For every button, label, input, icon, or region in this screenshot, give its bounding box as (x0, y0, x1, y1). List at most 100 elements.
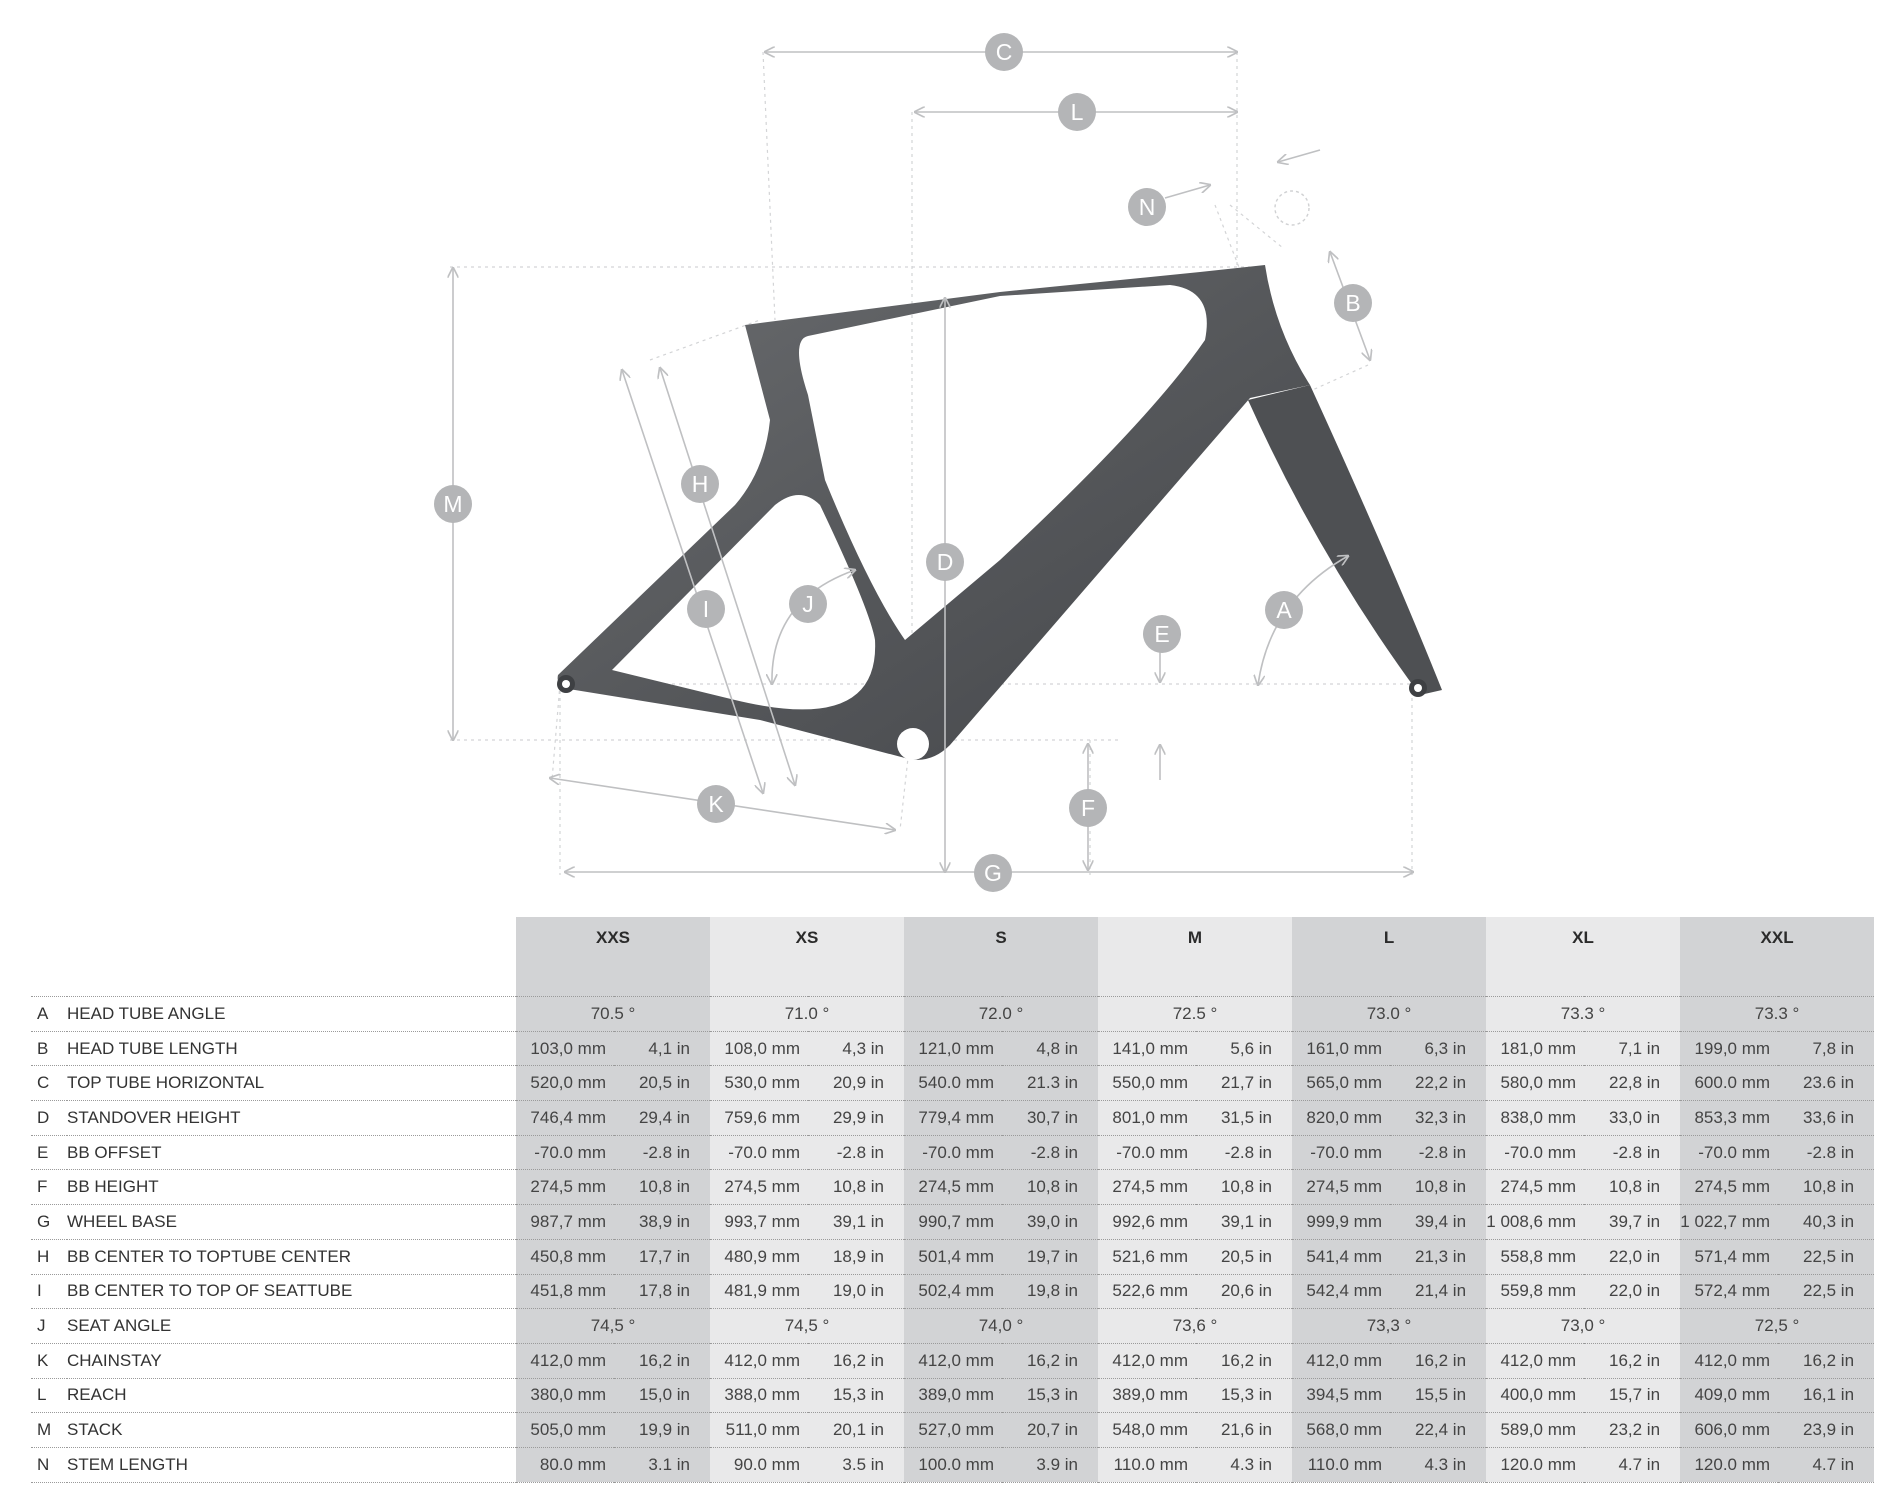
marker-h: H (681, 465, 719, 503)
row-label: WHEEL BASE (67, 1211, 177, 1231)
cell-mm: 412,0 mm (710, 1343, 808, 1379)
cell-inch: 32,3 in (1390, 1100, 1487, 1136)
cell-mm: 100.0 mm (904, 1447, 1002, 1483)
cell-mm: 568,0 mm (1292, 1412, 1391, 1448)
size-header-s: S (904, 917, 1098, 997)
row-letter: D (37, 1107, 50, 1127)
row-letter: F (37, 1177, 48, 1197)
cell-inch: 7,8 in (1778, 1031, 1875, 1066)
marker-circle (926, 543, 964, 581)
cell-inch: 16,2 in (1778, 1343, 1875, 1379)
cell-inch: 16,2 in (1390, 1343, 1487, 1379)
cell-mm: 274,5 mm (1098, 1169, 1196, 1205)
size-header-m: M (1098, 917, 1293, 997)
cell-mm: 121,0 mm (904, 1031, 1002, 1066)
row-letter: N (37, 1454, 50, 1474)
marker-letter: G (984, 860, 1002, 886)
cell-inch: 38,9 in (614, 1204, 710, 1240)
cell-mm: 542,4 mm (1292, 1274, 1391, 1309)
cell-inch: 40,3 in (1778, 1204, 1875, 1240)
cell-angle: 73,0 ° (1486, 1308, 1681, 1344)
cell-angle: 74,5 ° (516, 1308, 710, 1344)
cell-mm: 520,0 mm (516, 1065, 614, 1101)
cell-mm: 853,3 mm (1680, 1100, 1779, 1136)
cell-inch: 10,8 in (1196, 1169, 1293, 1205)
cell-mm: 274,5 mm (710, 1169, 808, 1205)
cell-mm: 600.0 mm (1680, 1065, 1779, 1101)
cell-inch: 20,1 in (808, 1412, 904, 1448)
marker-m: M (434, 485, 472, 523)
cell-mm: 412,0 mm (516, 1343, 614, 1379)
marker-circle (1143, 615, 1181, 653)
cell-inch: -2.8 in (1390, 1135, 1487, 1170)
cell-mm: 274,5 mm (1292, 1169, 1391, 1205)
row-letter: G (37, 1211, 51, 1231)
marker-circle (1334, 284, 1372, 322)
cell-inch: 16,2 in (1584, 1343, 1681, 1379)
fork (1248, 385, 1442, 695)
cell-mm: 990,7 mm (904, 1204, 1002, 1240)
marker-letter: F (1081, 795, 1095, 821)
cell-mm: 559,8 mm (1486, 1274, 1585, 1309)
row-letter: L (37, 1385, 47, 1405)
cell-inch: 21,4 in (1390, 1274, 1487, 1309)
cell-inch: 20,5 in (614, 1065, 710, 1101)
cell-angle: 71.0 ° (710, 996, 904, 1032)
row-label: BB OFFSET (67, 1142, 162, 1162)
cell-inch: 33,6 in (1778, 1100, 1875, 1136)
row-label: BB HEIGHT (67, 1177, 159, 1197)
marker-a: A (1265, 591, 1303, 629)
cell-mm: -70.0 mm (516, 1135, 614, 1170)
cell-mm: -70.0 mm (1098, 1135, 1196, 1170)
cell-angle: 72.5 ° (1098, 996, 1293, 1032)
marker-letter: J (802, 591, 814, 617)
cell-inch: 16,2 in (808, 1343, 904, 1379)
marker-g: G (974, 854, 1012, 892)
cell-inch: 19,7 in (1002, 1239, 1098, 1274)
cell-mm: 999,9 mm (1292, 1204, 1391, 1240)
cell-mm: 394,5 mm (1292, 1378, 1391, 1413)
cell-mm: 511,0 mm (710, 1412, 808, 1448)
marker-circle (697, 785, 735, 823)
cell-mm: 103,0 mm (516, 1031, 614, 1066)
row-letter: K (37, 1350, 49, 1370)
cell-angle: 73,3 ° (1292, 1308, 1487, 1344)
marker-letter: N (1139, 194, 1156, 220)
cell-inch: 15,7 in (1584, 1378, 1681, 1413)
cell-mm: 400,0 mm (1486, 1378, 1585, 1413)
cell-mm: 481,9 mm (710, 1274, 808, 1309)
cell-inch: 4.3 in (1390, 1447, 1487, 1483)
cell-inch: 19,0 in (808, 1274, 904, 1309)
row-label: CHAINSTAY (67, 1350, 162, 1370)
cell-mm: 141,0 mm (1098, 1031, 1196, 1066)
cell-mm: 110.0 mm (1292, 1447, 1391, 1483)
cell-inch: 22,0 in (1584, 1274, 1681, 1309)
cell-inch: -2.8 in (1584, 1135, 1681, 1170)
cell-mm: 550,0 mm (1098, 1065, 1196, 1101)
cell-mm: 589,0 mm (1486, 1412, 1585, 1448)
marker-f: F (1069, 789, 1107, 827)
cell-mm: 527,0 mm (904, 1412, 1002, 1448)
cell-inch: 20,7 in (1002, 1412, 1098, 1448)
cell-mm: -70.0 mm (1486, 1135, 1585, 1170)
marker-circle (687, 590, 725, 628)
cell-mm: 181,0 mm (1486, 1031, 1585, 1066)
cell-mm: 580,0 mm (1486, 1065, 1585, 1101)
cell-inch: 39,7 in (1584, 1204, 1681, 1240)
cell-inch: 19,9 in (614, 1412, 710, 1448)
bottom-bracket (897, 728, 929, 760)
cell-inch: 21,7 in (1196, 1065, 1293, 1101)
row-label: REACH (67, 1385, 127, 1405)
cell-mm: 541,4 mm (1292, 1239, 1391, 1274)
cell-inch: 21,6 in (1196, 1412, 1293, 1448)
cell-mm: 120.0 mm (1680, 1447, 1779, 1483)
row-letter: H (37, 1246, 50, 1266)
cell-mm: 450,8 mm (516, 1239, 614, 1274)
cell-mm: 571,4 mm (1680, 1239, 1779, 1274)
